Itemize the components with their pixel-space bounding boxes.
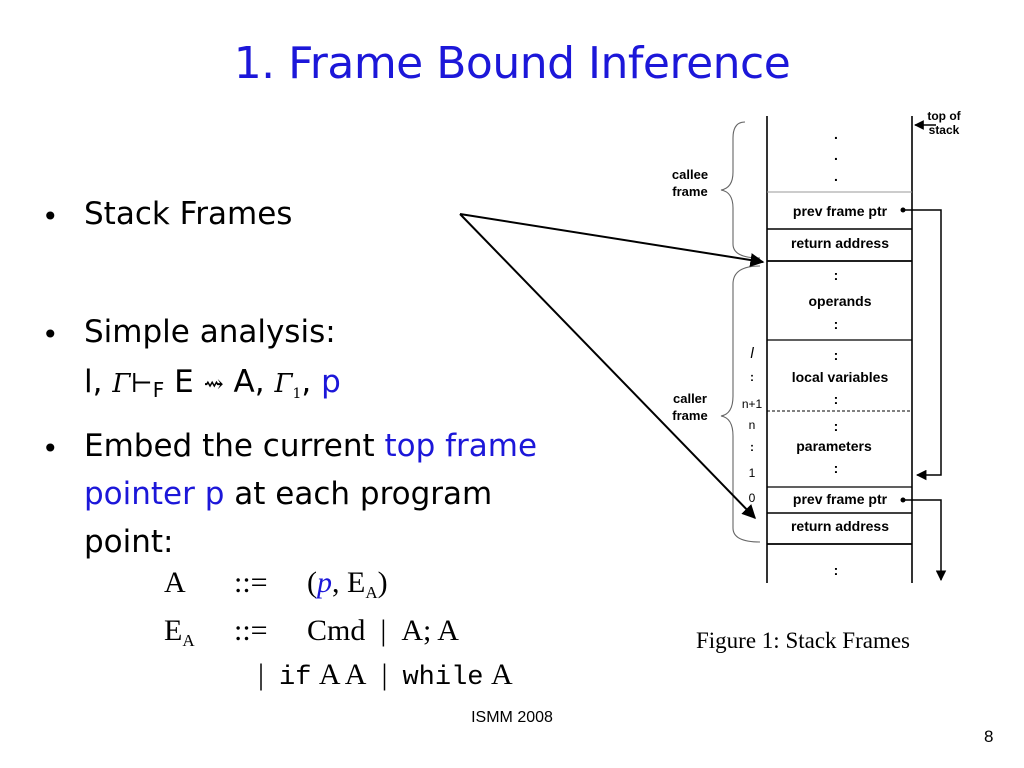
cell-return-address: return address <box>791 235 889 251</box>
embed-text-b: at each program <box>224 476 493 512</box>
cell-local-variables: local variables <box>792 369 889 385</box>
index-1: 1 <box>749 466 756 480</box>
grammar-r1-op: ::= <box>234 566 268 599</box>
label-callee: callee <box>672 167 708 182</box>
grammar-r1-lhs: A <box>164 566 186 599</box>
pointer-origin-dot <box>900 207 906 213</box>
label-top-of-stack: stack <box>929 123 960 137</box>
footer-text: ISMM 2008 <box>471 709 553 726</box>
index-n: n <box>749 418 756 432</box>
grammar-ea-sub: A <box>182 631 195 650</box>
prev-frame-link-arrow-2 <box>902 499 947 582</box>
label-caller-frame: frame <box>672 408 707 423</box>
judgment-a: A, <box>233 364 265 400</box>
ellipsis-colon: : <box>834 347 839 363</box>
label-caller: caller <box>673 391 707 406</box>
callee-brace <box>720 121 761 259</box>
grammar-if: if <box>279 663 312 693</box>
grammar-cmd: Cmd <box>307 614 366 647</box>
grammar-r3: | if A A | while A <box>258 658 513 693</box>
label-callee-frame: frame <box>672 184 707 199</box>
index-0: 0 <box>749 491 756 505</box>
judgment-comma: , <box>301 364 312 400</box>
bullet-embed-line1: Embed the current top frame <box>84 428 537 464</box>
grammar-paren-close: ) <box>377 566 388 599</box>
grammar-r1-rhs: (p, EA) <box>307 566 388 603</box>
grammar-while: while <box>402 663 484 693</box>
bullet-simple-analysis: Simple analysis: <box>84 314 336 350</box>
ellipsis-dot: . <box>834 126 838 142</box>
page-number: 8 <box>984 727 994 746</box>
ellipsis-dot: . <box>834 168 838 184</box>
cell-prev-frame-ptr: prev frame ptr <box>793 203 888 219</box>
judgment-arrow: ⇝ <box>203 370 224 398</box>
ellipsis-colon: : <box>834 391 839 407</box>
prev-frame-link-arrow <box>902 209 942 481</box>
grammar-r2-op: ::= <box>234 614 268 647</box>
grammar-bar: | <box>381 658 388 691</box>
judgment-gamma: Γ <box>112 369 131 399</box>
judgment-l: l, <box>84 364 103 400</box>
grammar-r2-lhs: EA <box>164 614 195 651</box>
grammar-bar: | <box>258 658 265 691</box>
grammar-if-args: A A <box>318 658 367 691</box>
index-colon: : <box>750 440 754 454</box>
figure-caption: Figure 1: Stack Frames <box>696 628 910 653</box>
bullet-dot: • <box>42 432 59 465</box>
judgment-gamma1: Γ <box>274 369 293 399</box>
grammar-bar: | <box>380 614 387 647</box>
index-n1: n+1 <box>742 397 763 411</box>
judgment-sub-1: 1 <box>292 386 302 402</box>
embed-pointer-p: pointer p <box>84 476 225 512</box>
cell-prev-frame-ptr-2: prev frame ptr <box>793 491 888 507</box>
grammar-ea: E <box>164 614 183 647</box>
embed-text-highlight: top frame <box>384 428 538 464</box>
ellipsis-colon: : <box>834 267 839 283</box>
grammar-r2-rhs: Cmd | A; A <box>307 614 459 648</box>
bullet-embed-line3: point: <box>84 524 174 560</box>
ellipsis-colon: : <box>834 562 839 578</box>
cell-return-address-2: return address <box>791 518 889 534</box>
bullet-stack-frames: Stack Frames <box>84 196 293 232</box>
stack-frames-arrow-top <box>459 213 765 267</box>
bullet-embed-line2: pointer p at each program <box>84 476 492 512</box>
caller-brace <box>720 265 761 543</box>
embed-text-a: Embed the current <box>84 428 385 464</box>
judgment-sub-f: F <box>152 378 165 402</box>
pointer-origin-dot <box>900 497 906 503</box>
bullet-dot: • <box>42 318 59 351</box>
analysis-judgment: l, Γ⊢F E ⇝ A, Γ1, p <box>84 364 341 402</box>
grammar-seq: A; A <box>401 614 459 647</box>
index-colon: : <box>750 370 754 384</box>
grammar-p: p <box>317 566 332 599</box>
grammar-while-arg: A <box>490 658 513 691</box>
label-top-of-stack: top of <box>927 109 961 123</box>
index-l: l <box>750 345 754 362</box>
cell-parameters: parameters <box>796 438 872 454</box>
cell-operands: operands <box>808 293 871 309</box>
ellipsis-colon: : <box>834 460 839 476</box>
grammar-e: E <box>347 566 366 599</box>
bullet-dot: • <box>42 200 59 233</box>
ellipsis-colon: : <box>834 316 839 332</box>
ellipsis-colon: : <box>834 418 839 434</box>
grammar-paren-open: ( <box>307 566 317 599</box>
judgment-p: p <box>321 364 341 400</box>
stack-frames-arrow-bottom <box>459 213 756 520</box>
grammar-e-sub: A <box>365 583 378 602</box>
ellipsis-dot: . <box>834 147 838 163</box>
grammar-comma: , <box>332 566 340 599</box>
judgment-turnstile: ⊢ <box>130 369 153 399</box>
judgment-e: E <box>174 364 194 400</box>
slide-title: 1. Frame Bound Inference <box>233 38 791 89</box>
